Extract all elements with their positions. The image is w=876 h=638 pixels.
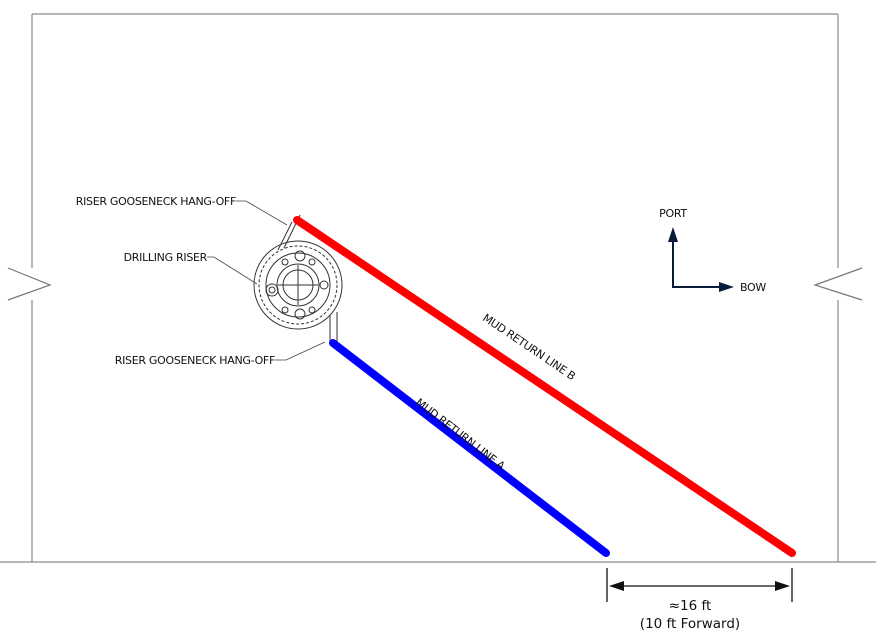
break-symbol-right (813, 267, 863, 301)
orientation-compass (668, 227, 734, 292)
label-mud-return-line-a: MUD RETURN LINE A (413, 396, 508, 473)
label-bow: BOW (740, 281, 766, 294)
dimension-marker (606, 568, 793, 602)
deck-frame (0, 13, 876, 563)
label-drilling-riser: DRILLING RISER (124, 251, 208, 264)
leader-lines (207, 200, 326, 361)
mud-return-line-b (293, 216, 796, 557)
mud-return-line-a (329, 339, 610, 557)
drilling-riser-drawing (253, 214, 343, 345)
label-gooseneck-bottom: RISER GOOSENECK HANG-OFF (115, 354, 275, 367)
label-gooseneck-top: RISER GOOSENECK HANG-OFF (76, 195, 236, 208)
label-port: PORT (659, 207, 687, 220)
break-symbol-left (7, 267, 52, 301)
dimension-value: ≈16 ft (669, 598, 712, 614)
dimension-note: (10 ft Forward) (640, 616, 740, 632)
